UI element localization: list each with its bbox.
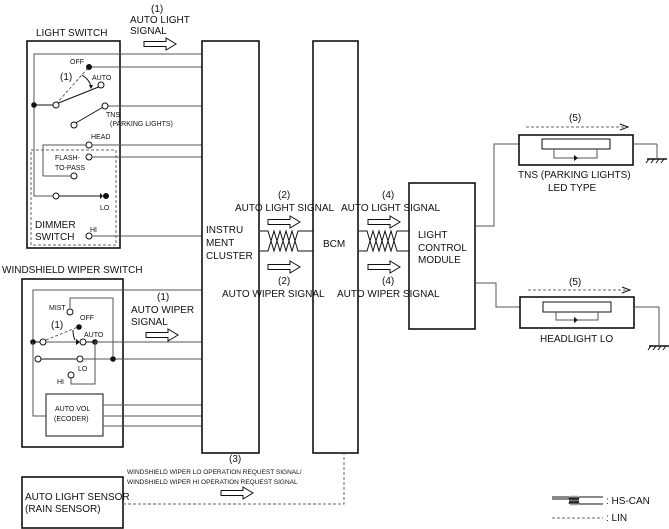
signal-4-wiper-label: AUTO WIPER SIGNAL bbox=[337, 289, 440, 300]
position-off-wiper: OFF bbox=[80, 315, 94, 322]
instrument-cluster-label-1: INSTRU bbox=[206, 225, 243, 236]
auto-vol-box bbox=[45, 393, 104, 437]
headlight-lo-load: (5) HEADLIGHT LO bbox=[475, 277, 669, 351]
led-icon bbox=[574, 317, 578, 323]
lcm-label-1: LIGHT bbox=[418, 230, 447, 241]
dimmer-switch-box bbox=[30, 149, 117, 246]
signal-1w-number: (1) bbox=[157, 292, 169, 303]
arrow-icon bbox=[145, 328, 179, 342]
auto-vol-label-1: AUTO VOL bbox=[55, 406, 90, 413]
auto-light-sensor: AUTO LIGHT SENSOR (RAIN SENSOR) bbox=[21, 453, 345, 529]
ground-icon bbox=[645, 158, 668, 164]
led-icon bbox=[574, 155, 578, 161]
signal-2-light-label: AUTO LIGHT SIGNAL bbox=[235, 203, 335, 214]
position-flash: FLASH- bbox=[55, 155, 81, 162]
signal-5-tns-number: (5) bbox=[569, 113, 581, 124]
auto-light-sensor-box bbox=[21, 476, 124, 529]
position-hi-wiper: HI bbox=[57, 379, 64, 386]
light-control-module-box bbox=[408, 182, 476, 330]
signal-1-number: (1) bbox=[151, 4, 163, 15]
position-tns: TNS bbox=[106, 112, 120, 119]
position-lo: LO bbox=[100, 205, 110, 212]
position-to-pass: TO-PASS bbox=[55, 165, 85, 172]
hs-can-bcm-lcm bbox=[358, 230, 409, 252]
arrow-icon bbox=[267, 215, 301, 229]
position-mist: MIST bbox=[49, 305, 66, 312]
signal-2-light-number: (2) bbox=[278, 190, 290, 201]
signal-1w-line1: AUTO WIPER bbox=[131, 305, 194, 316]
dimmer-label-2: SWITCH bbox=[35, 232, 74, 243]
signal-3-line1: WINDSHIELD WIPER LO OPERATION REQUEST SI… bbox=[127, 469, 302, 476]
lcm-label-3: MODULE bbox=[418, 255, 461, 266]
bcm-label: BCM bbox=[323, 239, 345, 250]
auto-vol-label-2: (ECODER) bbox=[54, 416, 89, 423]
position-auto-wiper: AUTO bbox=[84, 332, 104, 339]
position-lo-wiper: LO bbox=[78, 366, 88, 373]
wiper-switch-label: WINDSHIELD WIPER SWITCH bbox=[2, 265, 143, 276]
arrow-icon bbox=[220, 486, 254, 500]
signal-1-auto-wiper: (1) AUTO WIPER SIGNAL bbox=[131, 292, 194, 342]
signal-3-number: (3) bbox=[229, 454, 241, 465]
signal-4-light-number: (4) bbox=[382, 190, 394, 201]
arrow-icon bbox=[367, 215, 401, 229]
signal-1-line1: AUTO LIGHT bbox=[130, 15, 190, 26]
tns-label-2: LED TYPE bbox=[548, 183, 596, 194]
signal-3-line2: WINDSHIELD WIPER HI OPERATION REQUEST SI… bbox=[127, 479, 298, 486]
arrow-icon bbox=[143, 37, 177, 51]
dimmer-label-1: DIMMER bbox=[35, 220, 76, 231]
arrow-icon bbox=[267, 260, 301, 274]
arrow-icon bbox=[367, 260, 401, 274]
bcm-box bbox=[312, 40, 359, 454]
tns-led-load: (5) TNS (PARKING LIGHTS) LED TYPE bbox=[475, 113, 668, 227]
legend-hs-can: : HS-CAN bbox=[606, 496, 650, 507]
step-marker-1: (1) bbox=[60, 72, 72, 83]
instrument-cluster-box bbox=[201, 40, 260, 454]
signal-4-wiper-number: (4) bbox=[382, 276, 394, 287]
position-hi: HI bbox=[90, 227, 97, 234]
instrument-cluster-label-2: MENT bbox=[206, 238, 234, 249]
signal-2-wiper-number: (2) bbox=[278, 276, 290, 287]
wiper-switch: WINDSHIELD WIPER SWITCH MIST (1) OFF AUT… bbox=[2, 265, 204, 448]
hs-can-cluster-bcm bbox=[259, 230, 313, 252]
signal-1-line2: SIGNAL bbox=[130, 26, 167, 37]
headlight-label: HEADLIGHT LO bbox=[540, 334, 613, 345]
signal-1w-line2: SIGNAL bbox=[131, 317, 168, 328]
instrument-cluster-label-3: CLUSTER bbox=[206, 251, 253, 262]
position-auto: AUTO bbox=[92, 75, 112, 82]
signal-4-light-label: AUTO LIGHT SIGNAL bbox=[341, 203, 441, 214]
legend-lin: : LIN bbox=[606, 513, 627, 524]
position-off: OFF bbox=[70, 59, 84, 66]
lin-bus-line bbox=[123, 453, 345, 505]
sensor-label-2: (RAIN SENSOR) bbox=[25, 504, 101, 515]
lcm-label-2: CONTROL bbox=[418, 243, 467, 254]
signal-5-head-number: (5) bbox=[569, 277, 581, 288]
position-head: HEAD bbox=[91, 134, 110, 141]
light-switch-label: LIGHT SWITCH bbox=[36, 28, 107, 39]
ground-icon bbox=[647, 345, 669, 351]
legend: : HS-CAN : LIN bbox=[552, 495, 650, 524]
wiper-step-marker: (1) bbox=[51, 320, 63, 331]
light-switch: LIGHT SWITCH OFF AUTO (1) TNS (PARKING L… bbox=[26, 28, 204, 249]
signal-2-wiper-label: AUTO WIPER SIGNAL bbox=[222, 289, 325, 300]
signal-1-auto-light: (1) AUTO LIGHT SIGNAL bbox=[130, 4, 190, 51]
sensor-label-1: AUTO LIGHT SENSOR bbox=[25, 492, 130, 503]
position-parking-lights: (PARKING LIGHTS) bbox=[110, 121, 173, 128]
tns-label-1: TNS (PARKING LIGHTS) bbox=[518, 170, 631, 181]
